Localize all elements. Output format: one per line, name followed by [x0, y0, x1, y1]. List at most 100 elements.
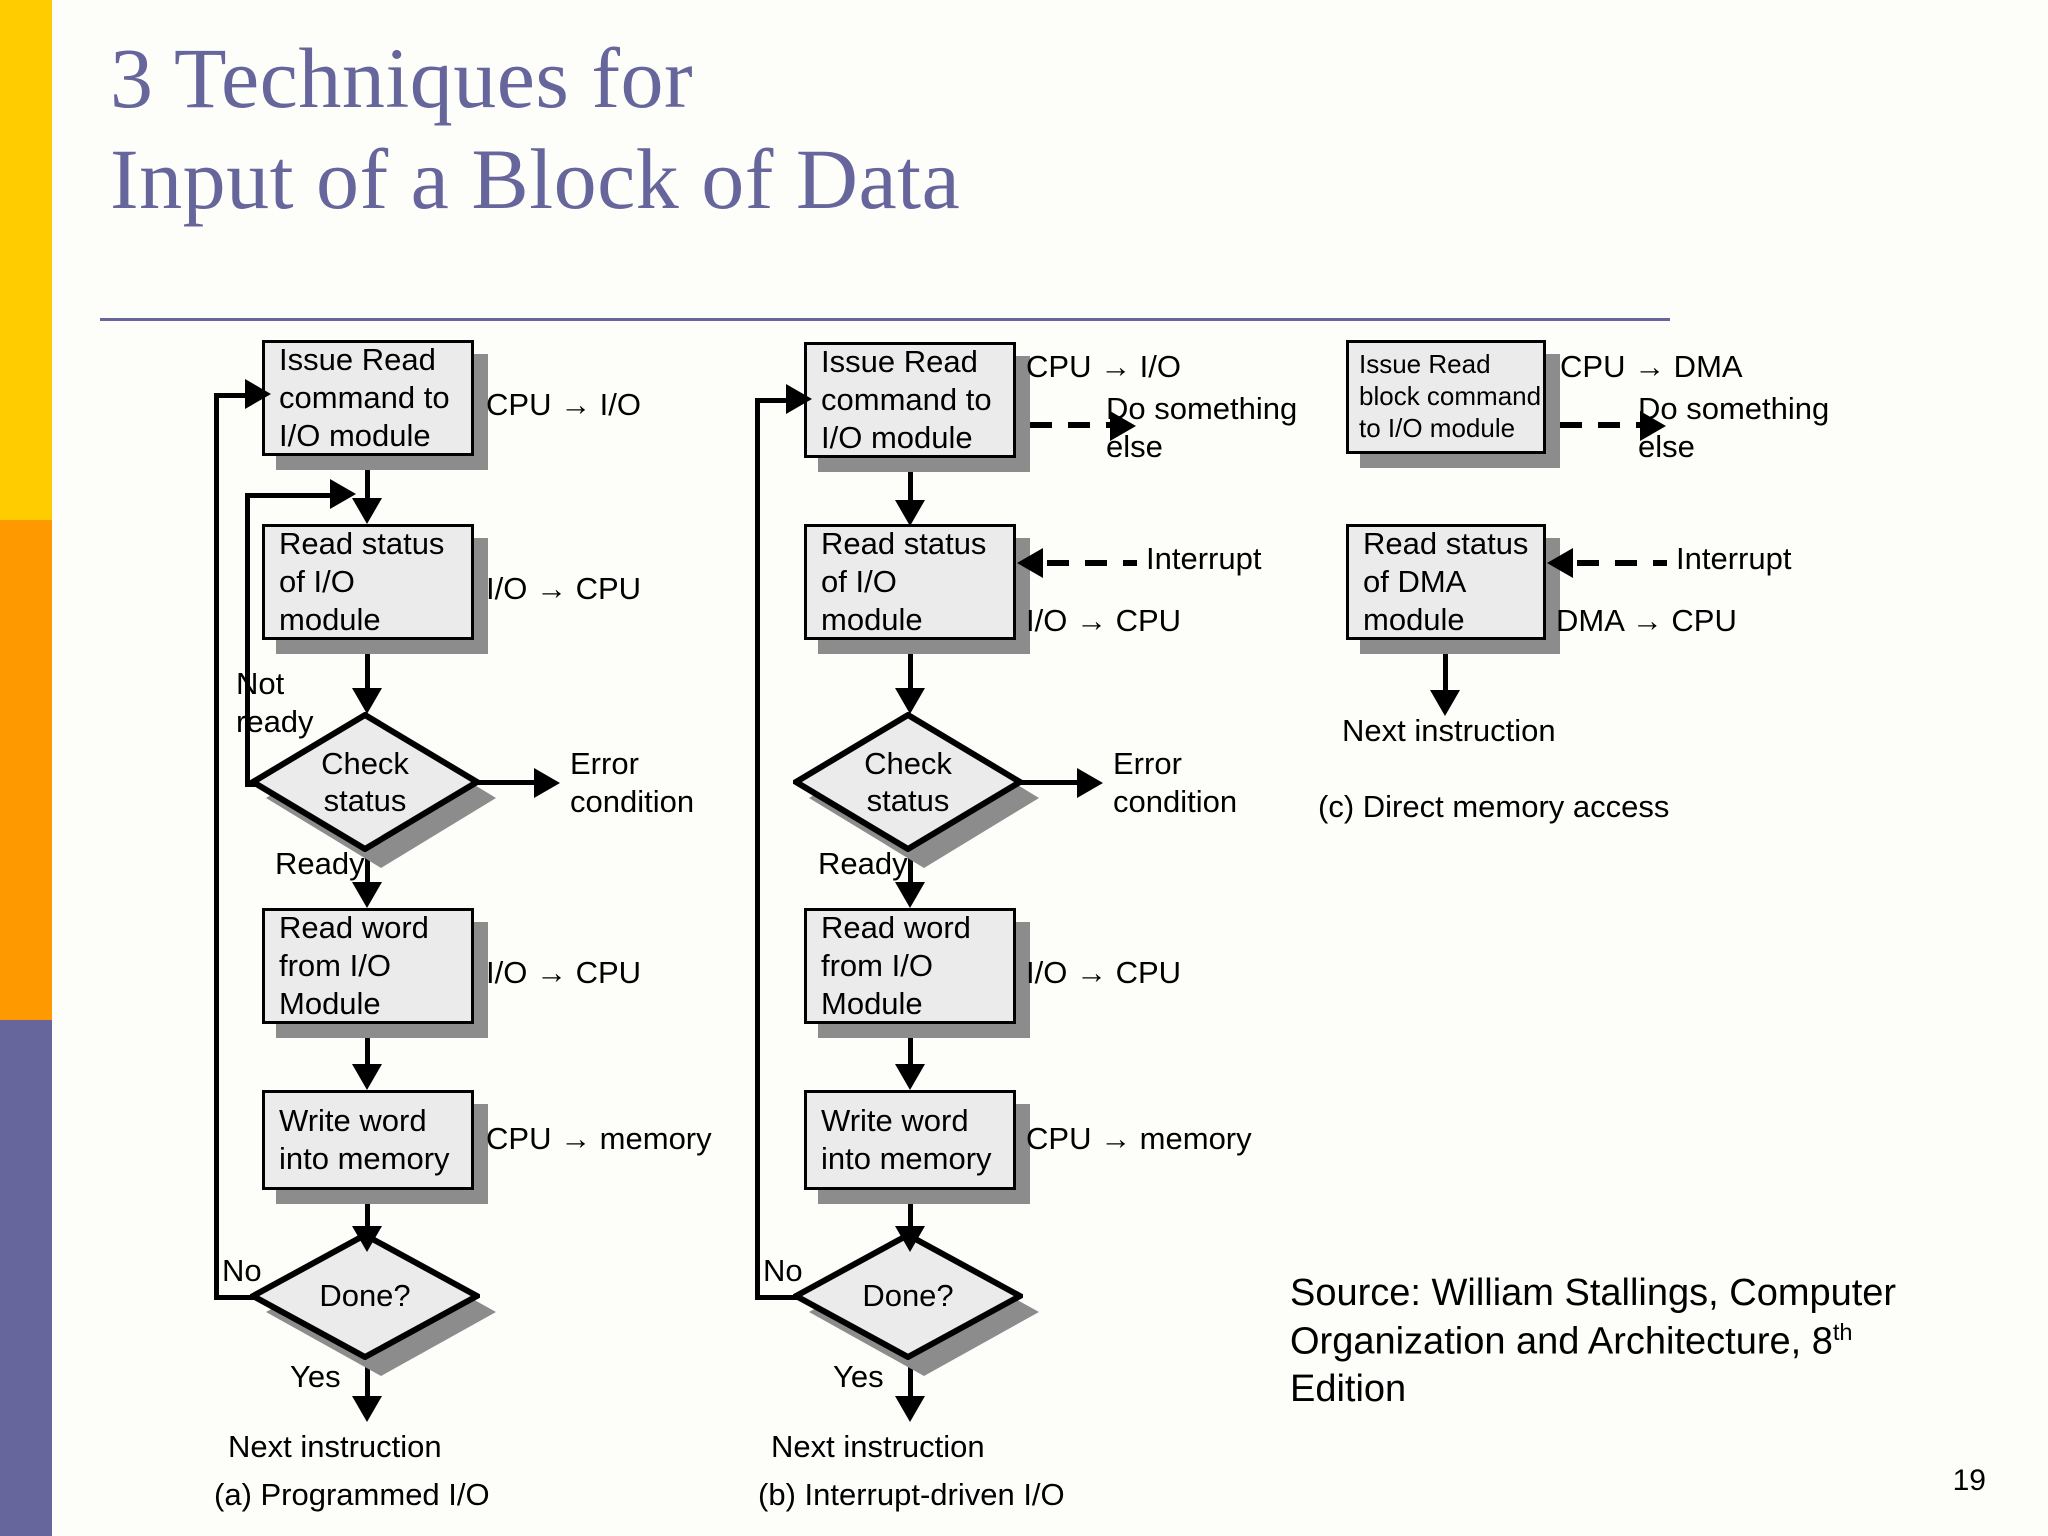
- source-line-1: Source: William Stallings, Computer: [1290, 1272, 1897, 1314]
- col-a-decision-done: Done?: [250, 1232, 496, 1376]
- col-a-branch-yes: Yes: [290, 1359, 341, 1394]
- col-b-conn-3-arrowhead: [895, 882, 925, 908]
- col-b-conn-1-arrowhead: [895, 500, 925, 526]
- col-a-label-io-to-cpu-word: I/O → CPU: [486, 955, 642, 990]
- col-a-conn-2: [365, 640, 370, 700]
- col-b-branch-yes: Yes: [833, 1359, 884, 1394]
- col-c-dashed-do-something: [1560, 422, 1648, 428]
- col-a-decision-check-status-label: Check status: [321, 745, 409, 818]
- col-b-conn-5: [908, 1190, 913, 1238]
- title-divider: [100, 318, 1670, 321]
- col-a-outer-loop-vertical: [214, 393, 219, 1298]
- col-a-conn-4: [365, 1024, 370, 1078]
- col-b-conn-4-arrowhead: [895, 1064, 925, 1090]
- col-a-box-issue-read: Issue Read command to I/O module: [262, 340, 474, 456]
- col-b-conn-2: [908, 640, 913, 700]
- col-a-conn-1: [365, 456, 370, 510]
- col-b-label-cpu-to-memory: CPU → memory: [1026, 1121, 1252, 1156]
- col-a-conn-3: [365, 848, 370, 896]
- col-a-label-cpu-to-memory: CPU → memory: [486, 1121, 712, 1156]
- col-b-caption: (b) Interrupt-driven I/O: [758, 1477, 1065, 1512]
- col-b-label-do-something-else: Do something else: [1106, 391, 1298, 464]
- col-c-caption: (c) Direct memory access: [1318, 789, 1670, 824]
- col-b-box-write-word: Write word into memory: [804, 1090, 1016, 1190]
- col-c-label-do-something-else: Do something else: [1638, 391, 1830, 464]
- col-a-branch-no: No: [222, 1253, 262, 1288]
- col-b-decision-done: Done?: [793, 1232, 1039, 1376]
- col-b-conn-6-arrowhead: [895, 1396, 925, 1422]
- col-b-dashed-arrowhead: [1110, 411, 1136, 441]
- col-a-conn-1-arrowhead: [352, 498, 382, 524]
- col-a-label-cpu-to-io: CPU → I/O: [486, 387, 642, 422]
- col-b-conn-3: [908, 848, 913, 896]
- col-c-interrupt-arrowhead: [1547, 548, 1573, 578]
- source-line-2: Organization and Architecture, 8: [1290, 1320, 1833, 1363]
- col-a-outer-loop-bottom: [214, 1295, 266, 1300]
- page-title: 3 Techniques for Input of a Block of Dat…: [110, 30, 961, 228]
- col-b-conn-6: [908, 1356, 913, 1408]
- col-a-box-write-word: Write word into memory: [262, 1090, 474, 1190]
- col-a-conn-5-arrowhead: [352, 1226, 382, 1252]
- col-b-dashed-do-something: [1030, 422, 1118, 428]
- col-a-box-read-word: Read word from I/O Module: [262, 908, 474, 1024]
- col-a-caption: (a) Programmed I/O: [214, 1477, 490, 1512]
- col-b-outer-loop-vertical: [755, 398, 760, 1298]
- col-c-label-cpu-to-dma: CPU → DMA: [1560, 349, 1743, 384]
- col-a-box-read-status: Read status of I/O module: [262, 524, 474, 640]
- col-b-error-branch-line: [1021, 780, 1081, 785]
- col-a-inner-loop-top: [245, 493, 337, 498]
- col-a-conn-3-arrowhead: [352, 882, 382, 908]
- col-a-outer-loop-top: [214, 393, 252, 398]
- col-b-box-read-status: Read status of I/O module: [804, 524, 1016, 640]
- col-b-label-cpu-to-io: CPU → I/O: [1026, 349, 1182, 384]
- col-a-terminator: Next instruction: [228, 1429, 442, 1464]
- col-a-error-branch-arrowhead: [534, 768, 560, 798]
- col-a-error-branch-line: [478, 780, 538, 785]
- page-number: 19: [1952, 1464, 1986, 1497]
- col-b-label-interrupt: Interrupt: [1146, 541, 1262, 576]
- col-c-label-interrupt: Interrupt: [1676, 541, 1792, 576]
- col-a-branch-ready: Ready: [275, 846, 365, 881]
- col-b-conn-5-arrowhead: [895, 1226, 925, 1252]
- col-b-branch-no: No: [763, 1253, 803, 1288]
- col-b-label-error-condition: Error condition: [1113, 746, 1238, 819]
- col-a-branch-not-ready: Not ready: [236, 666, 314, 739]
- col-b-terminator: Next instruction: [771, 1429, 985, 1464]
- col-b-decision-done-outline: [793, 1232, 1023, 1360]
- col-b-error-branch-arrowhead: [1077, 768, 1103, 798]
- col-a-label-io-to-cpu-status: I/O → CPU: [486, 571, 642, 606]
- col-c-box-issue-read-block: Issue Read block command to I/O module: [1346, 340, 1546, 454]
- col-c-terminator: Next instruction: [1342, 713, 1556, 748]
- col-b-conn-2-arrowhead: [895, 688, 925, 714]
- col-a-outer-loop-arrowhead: [245, 379, 271, 409]
- rail-band-purple: [0, 1020, 52, 1536]
- col-c-box-read-status-dma: Read status of DMA module: [1346, 524, 1546, 640]
- col-b-outer-loop-arrowhead: [786, 384, 812, 414]
- col-a-conn-4-arrowhead: [352, 1064, 382, 1090]
- col-a-inner-loop-arrowhead: [330, 479, 356, 509]
- col-b-decision-check-status: Check status: [793, 712, 1039, 868]
- col-c-label-dma-to-cpu: DMA → CPU: [1556, 603, 1737, 638]
- col-b-box-issue-read: Issue Read command to I/O module: [804, 342, 1016, 458]
- col-a-label-error-condition: Error condition: [570, 746, 695, 819]
- col-b-branch-ready: Ready: [818, 846, 908, 881]
- col-a-decision-check-status: Check status: [250, 712, 496, 868]
- rail-band-yellow: [0, 0, 52, 520]
- col-b-outer-loop-bottom: [755, 1295, 810, 1300]
- col-c-dashed-interrupt: [1577, 560, 1667, 566]
- col-b-decision-check-status-label: Check status: [864, 745, 952, 818]
- col-b-box-read-word: Read word from I/O Module: [804, 908, 1016, 1024]
- source-line-3: Edition: [1290, 1367, 1407, 1410]
- col-b-conn-4: [908, 1024, 913, 1078]
- col-c-conn-1: [1443, 640, 1448, 702]
- rail-band-orange: [0, 520, 52, 1020]
- col-a-decision-done-label: Done?: [319, 1278, 411, 1314]
- col-b-label-io-to-cpu-status: I/O → CPU: [1026, 603, 1182, 638]
- col-a-conn-6-arrowhead: [352, 1396, 382, 1422]
- col-a-decision-check-status-outline: [250, 712, 480, 852]
- col-b-label-io-to-cpu-word: I/O → CPU: [1026, 955, 1182, 990]
- col-b-decision-done-label: Done?: [862, 1278, 954, 1314]
- col-b-interrupt-arrowhead: [1017, 548, 1043, 578]
- col-b-dashed-interrupt: [1047, 560, 1137, 566]
